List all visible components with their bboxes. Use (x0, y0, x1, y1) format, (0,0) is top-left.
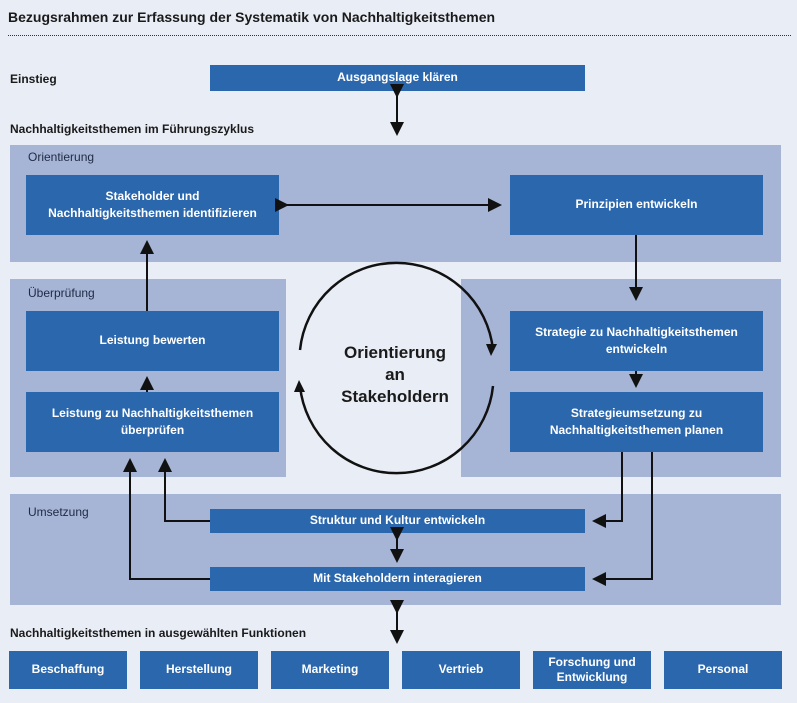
function-box-beschaffung: Beschaffung (9, 651, 127, 689)
center-label: Orientierung an Stakeholdern (341, 343, 449, 407)
cycle-arrowhead-left (294, 380, 305, 392)
panel-label-orientierung: Orientierung (28, 150, 95, 164)
cycle-arrowhead-right (486, 344, 497, 356)
panel-label-umsetzung: Umsetzung (28, 505, 89, 519)
function-box-forschung: Forschung und Entwicklung (533, 651, 651, 689)
panel-label-ueberpruefung: Überprüfung (28, 286, 95, 300)
section-label-einstieg: Einstieg (10, 72, 57, 86)
box-stakeholder-interagieren: Mit Stakeholdern interagieren (210, 567, 585, 591)
box-strategie-entwickeln: Strategie zu Nachhaltigkeitsthemen entwi… (510, 311, 763, 371)
arrow-interagieren-ueberpruefen (123, 458, 210, 580)
box-leistung-ueberpruefen: Leistung zu Nachhaltigkeitsthemen überpr… (26, 392, 279, 452)
arrow-strategieumsetzung-interagieren (592, 452, 653, 586)
box-leistung-bewerten: Leistung bewerten (26, 311, 279, 371)
function-box-herstellung: Herstellung (140, 651, 258, 689)
section-label-fuehrungszyklus: Nachhaltigkeitsthemen im Führungszyklus (10, 122, 255, 136)
box-strategieumsetzung: Strategieumsetzung zu Nachhaltigkeitsthe… (510, 392, 763, 452)
cycle-arc-bottom (298, 385, 495, 475)
box-stakeholder-identifizieren: Stakeholder und Nachhaltigkeitsthemen id… (26, 175, 279, 235)
function-box-personal: Personal (664, 651, 782, 689)
arrow-strategieumsetzung-struktur (592, 452, 623, 528)
arrow-struktur-ueberpruefen (158, 458, 210, 522)
function-box-vertrieb: Vertrieb (402, 651, 520, 689)
cycle-arc-top (298, 261, 495, 351)
box-ausgangslage: Ausgangslage klären (210, 65, 585, 91)
section-label-funktionen: Nachhaltigkeitsthemen in ausgewählten Fu… (10, 626, 307, 640)
box-prinzipien: Prinzipien entwickeln (510, 175, 763, 235)
title-divider (8, 35, 791, 36)
diagram-title: Bezugsrahmen zur Erfassung der Systemati… (8, 9, 496, 25)
function-box-marketing: Marketing (271, 651, 389, 689)
